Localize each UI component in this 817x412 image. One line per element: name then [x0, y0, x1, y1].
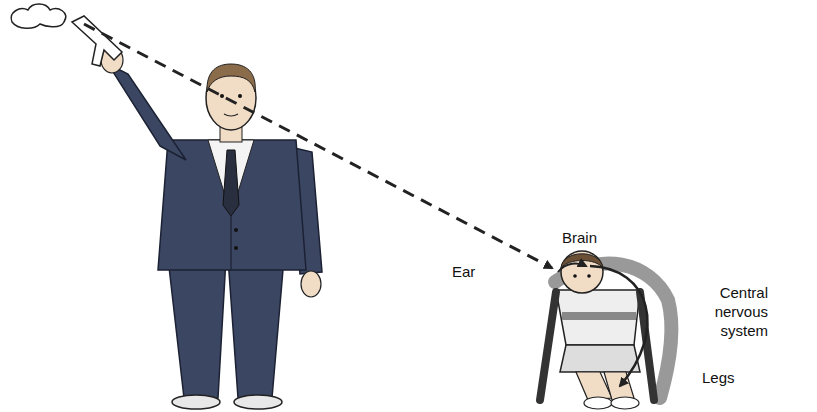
eye	[220, 94, 224, 98]
runner-leg	[604, 372, 634, 400]
nerve-arrow	[590, 266, 647, 386]
shirt	[208, 140, 254, 215]
sound-path	[84, 24, 552, 268]
mouth	[224, 114, 238, 116]
hair	[207, 64, 255, 92]
jacket	[158, 140, 306, 270]
jacket-seam	[230, 215, 231, 270]
runner-arm	[540, 292, 556, 400]
shoe	[172, 395, 220, 409]
button	[234, 246, 238, 250]
hand	[301, 271, 321, 297]
shoe	[584, 397, 612, 409]
jacket-arm	[108, 64, 186, 160]
part-label: Central nervous system	[668, 283, 768, 340]
starter-pistol	[72, 16, 122, 66]
button	[234, 228, 238, 232]
runner-head	[561, 251, 603, 293]
part-label: Legs	[702, 368, 762, 387]
shirt-stripe	[562, 312, 636, 320]
smoke-cloud	[11, 4, 65, 28]
part-label: Brain	[562, 228, 622, 247]
shoe	[234, 395, 282, 409]
runner-shorts	[560, 345, 640, 372]
runner-shirt	[556, 290, 640, 345]
trouser-leg	[168, 258, 226, 398]
shoe	[611, 397, 639, 409]
eye	[573, 274, 577, 278]
nerve-arrow	[558, 264, 586, 272]
trouser-leg	[228, 258, 284, 398]
part-label: Ear	[452, 262, 502, 281]
tie	[223, 150, 239, 216]
eye	[238, 94, 242, 98]
eye	[587, 274, 591, 278]
